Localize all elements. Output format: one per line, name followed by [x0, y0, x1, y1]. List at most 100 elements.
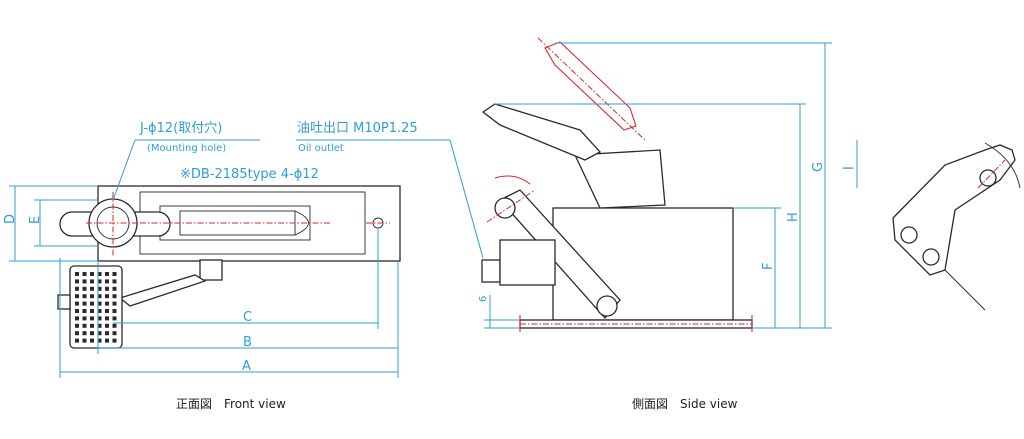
pedal-tread-stud [112, 272, 117, 276]
label-b: B [243, 335, 252, 350]
pedal-tread-stud [82, 294, 87, 299]
pedal-tread-stud [82, 338, 87, 343]
note-type: ※DB-2185type 4-ϕ12 [180, 167, 319, 182]
detail-arc [984, 142, 1021, 189]
pedal-tread-stud [97, 309, 102, 313]
pedal-tread-stud [75, 323, 79, 328]
pedal-tread-stud [75, 309, 79, 313]
pedal-tread-stud [112, 331, 117, 336]
side-handle-raised-ghost [544, 41, 637, 131]
front-view [57, 185, 401, 349]
pedal-tread-stud [105, 301, 109, 306]
side-lower-body [499, 239, 556, 286]
pedal-tread-stud [82, 309, 87, 313]
pedal-tread-stud [90, 309, 94, 313]
pedal-tread-stud [97, 294, 102, 299]
pedal-tread-stud [82, 286, 87, 291]
front-cylinder-end [294, 210, 309, 236]
side-oil-fitting [481, 259, 501, 283]
note-mounting-hole-en: (Mounting hole) [147, 143, 226, 154]
detail-bolt-bottom [922, 248, 940, 266]
pedal-tread-stud [75, 338, 79, 343]
leader-mounting-hole [112, 139, 260, 201]
side-pedal-axis [486, 189, 536, 223]
side-dimensions [484, 42, 832, 329]
pedal-tread-stud [112, 309, 117, 313]
pedal-tread-stud [97, 279, 102, 284]
pedal-tread-stud [105, 316, 109, 321]
pedal-tread-stud [90, 323, 94, 328]
side-handle-raised-axis [537, 37, 646, 141]
detail-bracket [892, 144, 1016, 276]
side-view [481, 37, 753, 332]
pedal-tread-stud [82, 316, 87, 321]
label-c: C [243, 310, 252, 325]
label-6: 6 [478, 296, 489, 302]
note-oil-outlet: 油吐出口 M10P1.25 [297, 121, 418, 136]
pedal-tread-stud [90, 338, 94, 343]
front-dimensions [9, 139, 484, 378]
pedal-tread-stud [82, 279, 87, 284]
label-g: G [811, 162, 826, 172]
pedal-tread-stud [82, 331, 87, 336]
pedal-tread-stud [75, 286, 79, 291]
pedal-tread-stud [97, 338, 102, 343]
side-pump-handle [481, 103, 602, 161]
pedal-tread-stud [105, 309, 109, 313]
side-pedal-ghost [494, 175, 531, 185]
front-foot-pedal [69, 265, 123, 349]
pedal-tread-stud [105, 323, 109, 328]
pedal-tread-stud [97, 323, 102, 328]
pedal-tread-stud [75, 279, 79, 284]
pedal-tread-stud [90, 301, 94, 306]
front-pedal-arm [118, 274, 207, 307]
pedal-tread-stud [90, 294, 94, 299]
pedal-tread-stud [75, 272, 79, 276]
label-f: F [761, 263, 776, 270]
front-pedal-pin [57, 294, 71, 310]
pedal-tread-stud [75, 301, 79, 306]
pedal-tread-stud [97, 331, 102, 336]
pedal-tread-stud [75, 331, 79, 336]
pedal-tread-stud [105, 338, 109, 343]
pedal-tread-stud [97, 316, 102, 321]
leader-oil-outlet [296, 139, 484, 259]
pedal-tread-stud [112, 301, 117, 306]
pedal-tread-stud [82, 301, 87, 306]
pedal-tread-stud [112, 316, 117, 321]
side-upper-housing [574, 149, 666, 209]
label-h: H [786, 212, 801, 222]
pedal-tread-stud [97, 272, 102, 276]
pedal-tread-stud [90, 331, 94, 336]
pedal-tread-stud [112, 294, 117, 299]
note-mounting-hole: J-ϕ12(取付穴) [139, 121, 222, 136]
pedal-tread-stud [97, 301, 102, 306]
pedal-tread-stud [105, 331, 109, 336]
pedal-tread-stud [112, 279, 117, 284]
side-pedal-arm [498, 189, 621, 319]
pedal-tread-stud [112, 323, 117, 328]
label-a: A [242, 359, 251, 374]
pedal-tread-stud [82, 323, 87, 328]
detail-view [856, 140, 1021, 311]
pedal-tread-stud [112, 338, 117, 343]
pedal-tread-stud [97, 286, 102, 291]
pedal-tread-stud [90, 316, 94, 321]
pedal-tread-stud [105, 294, 109, 299]
caption-side-view: 側面図 Side view [632, 397, 738, 411]
pedal-tread-stud [90, 272, 94, 276]
detail-centerline [977, 159, 1006, 189]
note-oil-outlet-en: Oil outlet [298, 143, 344, 154]
side-pivot-lower [596, 295, 618, 317]
pedal-tread-stud [105, 272, 109, 276]
detail-bolt-left [900, 226, 918, 244]
pedal-tread-stud [75, 316, 79, 321]
label-d: D [3, 214, 18, 224]
front-pedal-tread [75, 272, 117, 343]
pedal-tread-stud [90, 279, 94, 284]
pedal-tread-stud [90, 286, 94, 291]
detail-link-line [944, 269, 986, 311]
pedal-tread-stud [112, 286, 117, 291]
pedal-tread-stud [82, 272, 87, 276]
